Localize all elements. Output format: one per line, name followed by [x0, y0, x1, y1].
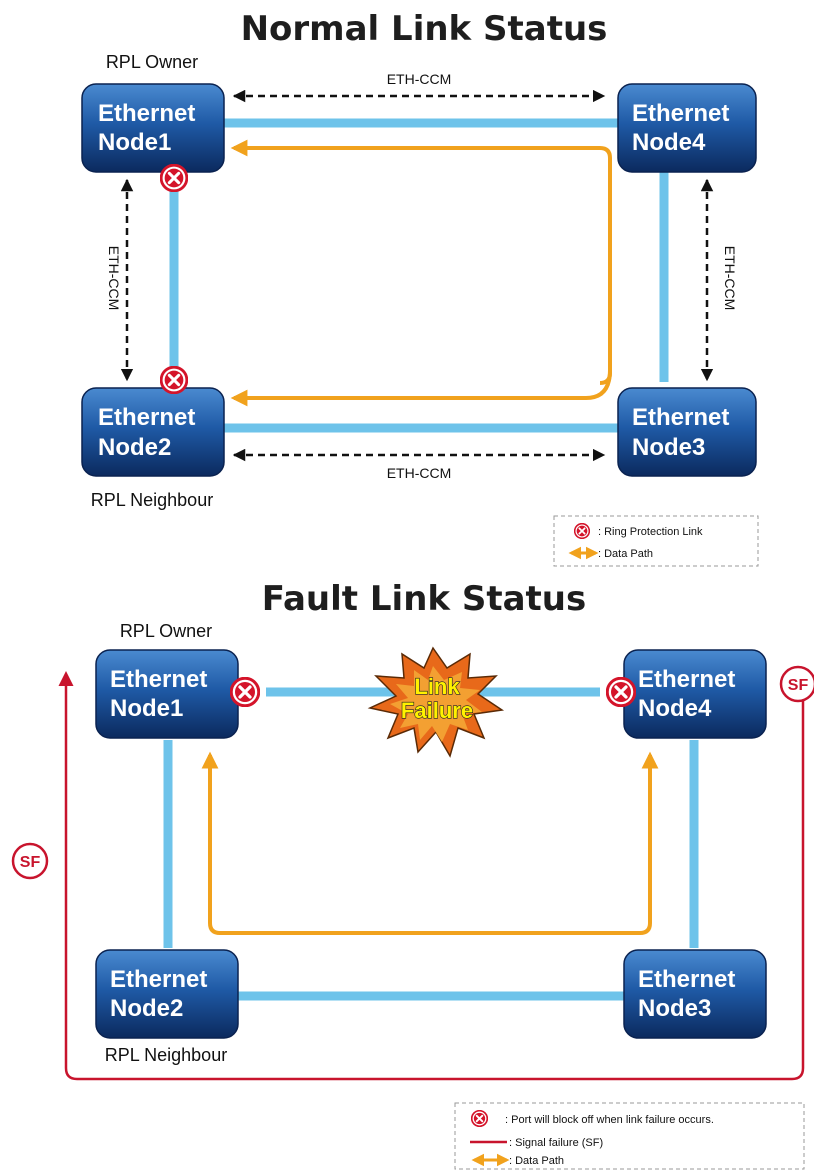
- normal-node4: Ethernet Node4: [617, 83, 757, 173]
- block-icon-node1-port: [230, 677, 260, 707]
- fault-section: Fault Link Status RPL Owner RPL Neighbou…: [11, 579, 814, 1170]
- rpl-block-icon-node1: [160, 164, 188, 192]
- signal-failure-path: [58, 671, 805, 1081]
- legend-path-text: : Data Path: [509, 1155, 564, 1167]
- legend-sf-text: : Signal failure (SF): [509, 1137, 603, 1149]
- fault-legend: : Port will block off when link failure …: [454, 1102, 805, 1170]
- node-line1: Ethernet: [632, 404, 729, 431]
- legend-path-text: : Data Path: [598, 548, 653, 560]
- ccm-label-left: ETH-CCM: [106, 246, 122, 311]
- normal-title: Normal Link Status: [241, 9, 608, 49]
- legend-block-text: : Ring Protection Link: [598, 526, 703, 538]
- fault-title: Fault Link Status: [262, 579, 586, 619]
- node-line2: Node1: [98, 129, 171, 156]
- sf-badge-right: SF: [779, 665, 814, 703]
- normal-node2: Ethernet Node2: [81, 387, 225, 477]
- normal-data-path-upper: [230, 139, 612, 385]
- node-line1: Ethernet: [638, 666, 735, 693]
- node-line1: Ethernet: [110, 966, 207, 993]
- fault-data-path: [201, 751, 659, 935]
- fault-rpl-neighbour-label: RPL Neighbour: [105, 1045, 227, 1065]
- node-line1: Ethernet: [632, 100, 729, 127]
- normal-rpl-neighbour-label: RPL Neighbour: [91, 490, 213, 510]
- ccm-label-right: ETH-CCM: [722, 246, 738, 311]
- legend-block-icon: [574, 523, 590, 539]
- sf-badge-left: SF: [11, 842, 49, 880]
- node-line2: Node2: [98, 434, 171, 461]
- node-line1: Ethernet: [110, 666, 207, 693]
- block-icon-node4-port: [606, 677, 636, 707]
- normal-legend: : Ring Protection Link : Data Path: [553, 515, 759, 567]
- node-line2: Node3: [632, 434, 705, 461]
- normal-data-path-lower: [230, 369, 612, 407]
- node-line1: Ethernet: [98, 100, 195, 127]
- sf-text: SF: [20, 854, 41, 871]
- normal-section: Normal Link Status RPL Owner RPL Neighbo…: [81, 9, 759, 567]
- node-line2: Node2: [110, 995, 183, 1022]
- sf-text: SF: [788, 677, 809, 694]
- normal-rpl-owner-label: RPL Owner: [106, 52, 198, 72]
- node-line2: Node3: [638, 995, 711, 1022]
- fault-node4: Ethernet Node4: [623, 649, 767, 739]
- node-line1: Ethernet: [638, 966, 735, 993]
- ccm-label-bottom: ETH-CCM: [387, 465, 452, 481]
- link-failure-burst: Link Failure: [367, 646, 505, 758]
- legend-block-text: : Port will block off when link failure …: [505, 1114, 714, 1126]
- normal-ring-links: [169, 118, 669, 433]
- fault-rpl-owner-label: RPL Owner: [120, 621, 212, 641]
- fault-node3: Ethernet Node3: [623, 949, 767, 1039]
- node-line2: Node4: [638, 695, 712, 722]
- normal-node1: Ethernet Node1: [81, 83, 225, 173]
- ccm-label-top: ETH-CCM: [387, 71, 452, 87]
- rpl-block-icon-node2: [160, 366, 188, 394]
- node-line2: Node1: [110, 695, 183, 722]
- node-line1: Ethernet: [98, 404, 195, 431]
- burst-line1: Link: [414, 674, 460, 699]
- normal-node3: Ethernet Node3: [617, 387, 757, 477]
- burst-line2: Failure: [401, 698, 473, 723]
- node-line2: Node4: [632, 129, 706, 156]
- legend-block-icon: [471, 1110, 488, 1127]
- fault-node1: Ethernet Node1: [95, 649, 239, 739]
- fault-node2: Ethernet Node2: [95, 949, 239, 1039]
